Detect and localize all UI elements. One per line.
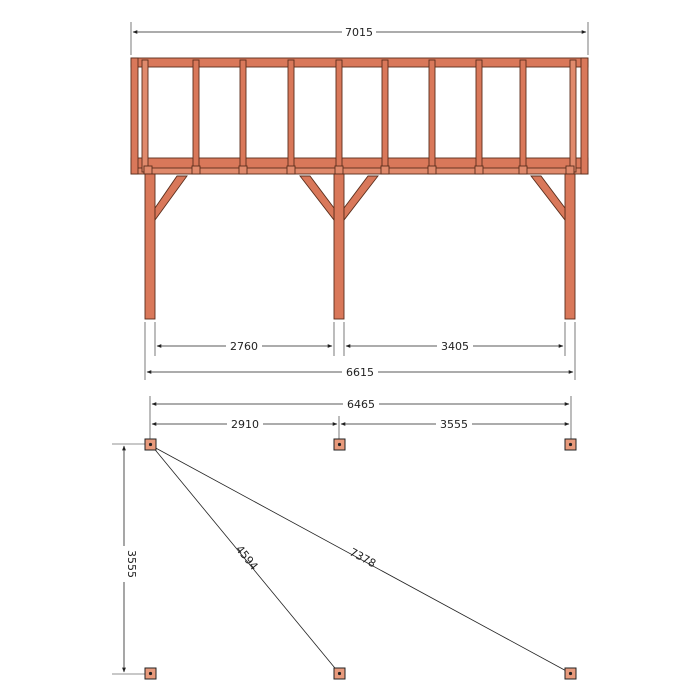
brace-right	[530, 175, 566, 222]
post-left	[144, 173, 156, 320]
dimension-label-post-to-post: 6615	[346, 366, 374, 379]
rafter	[519, 59, 527, 175]
post-middle	[333, 173, 345, 320]
diagonal-short-line	[151, 445, 340, 674]
posts	[144, 173, 576, 320]
post-footprint-front-right	[564, 438, 577, 451]
dimension-plan-spans: 2910 3555	[151, 416, 570, 440]
rafter	[428, 59, 436, 175]
roof-frame	[130, 57, 589, 175]
rafter	[335, 59, 343, 175]
brace-middle-right	[343, 175, 379, 222]
diagonals: 4594 7378	[151, 445, 571, 674]
rafter	[287, 59, 295, 175]
rafter	[381, 59, 389, 175]
dimension-label-span-right: 3405	[441, 340, 469, 353]
post-footprints	[144, 438, 577, 680]
post-footprint-front-middle	[333, 438, 346, 451]
dimension-post-to-post: 6615	[144, 322, 576, 380]
top-beam	[130, 57, 589, 68]
dimension-label-plan-overall: 6465	[347, 398, 375, 411]
post-footprint-back-middle	[333, 667, 346, 680]
dimension-plan-depth: 3555	[112, 443, 146, 675]
dimension-label-overall-width: 7015	[345, 26, 373, 39]
dimension-label-span-left: 2760	[230, 340, 258, 353]
rafter	[239, 59, 247, 175]
front-elevation: 7015	[130, 22, 589, 380]
dimension-label-plan-depth: 3555	[125, 550, 138, 578]
post-right	[564, 173, 576, 320]
plan-view: 6465 2910 3555 3555 4594 7378	[112, 396, 577, 680]
dimension-label-plan-span-left: 2910	[231, 418, 259, 431]
post-footprint-front-left	[144, 438, 157, 451]
end-stile-right	[580, 57, 589, 175]
dimension-spans: 2760 3405	[154, 322, 566, 356]
dimension-label-diagonal-short: 4594	[233, 543, 261, 573]
end-stile-left	[130, 57, 139, 175]
dimension-label-diagonal-long: 7378	[347, 546, 378, 571]
diagonal-long-line	[151, 445, 571, 674]
dimension-plan-overall: 6465	[149, 396, 572, 440]
rafter-right-edge	[569, 59, 577, 173]
dimension-overall-width: 7015	[130, 22, 589, 55]
braces	[154, 175, 566, 222]
post-footprint-back-right	[564, 667, 577, 680]
rafter-left-edge	[141, 59, 149, 173]
brace-middle-left	[299, 175, 335, 222]
rafter	[475, 59, 483, 175]
brace-left	[154, 175, 188, 222]
dimension-label-plan-span-right: 3555	[440, 418, 468, 431]
rafter	[192, 59, 200, 175]
post-footprint-back-left	[144, 667, 157, 680]
